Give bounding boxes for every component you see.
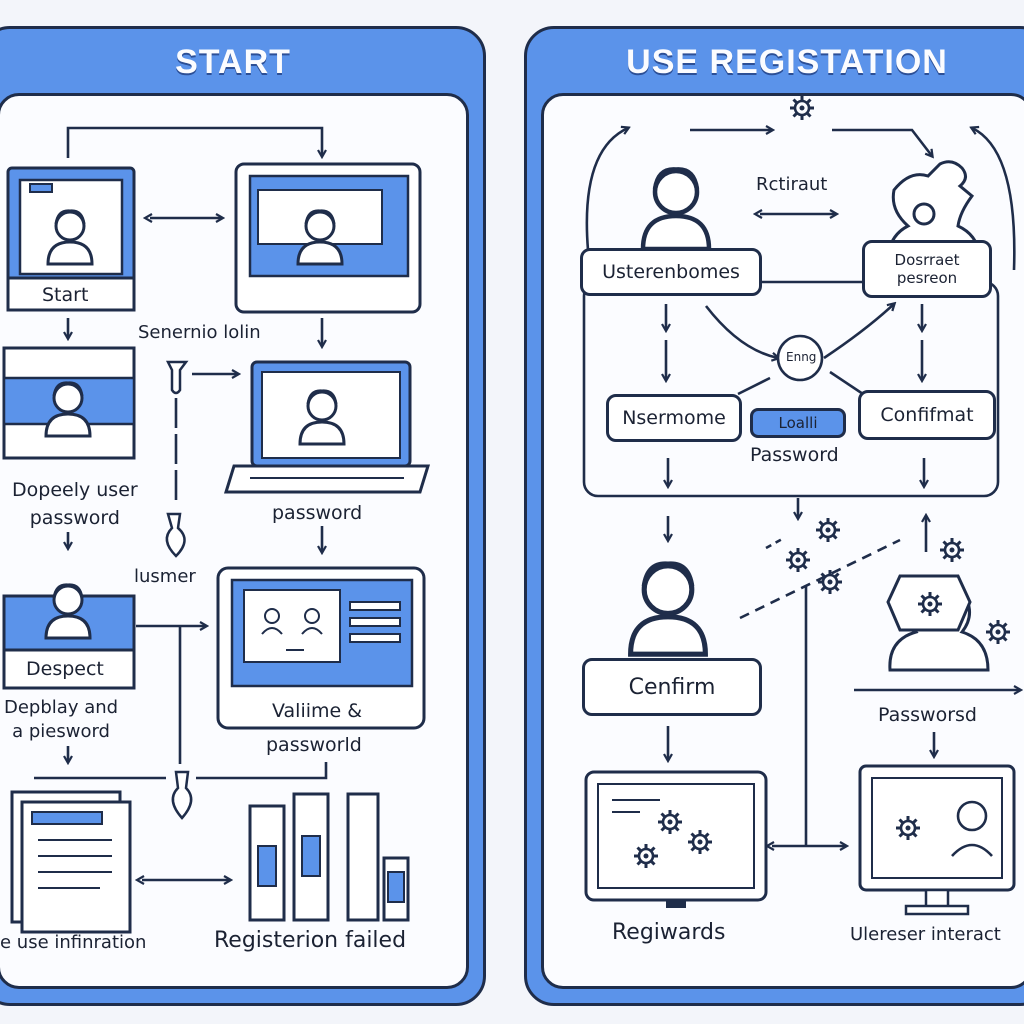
- usternames-box: Usterenbomes: [580, 248, 762, 296]
- despect-label: Despect: [26, 658, 104, 680]
- gear-icon: [788, 94, 816, 122]
- registration-failed-label: Registerion failed: [214, 928, 407, 953]
- ulereser-interact-label: Ulereser interact: [850, 924, 1001, 945]
- gear-head-icon: [886, 574, 990, 672]
- display-user-password-label: Dopeely user password: [12, 479, 138, 529]
- localli-button: Loalli: [750, 408, 846, 438]
- despect-card-icon: [2, 583, 136, 690]
- retraut-label: Rctiraut: [756, 174, 828, 195]
- password-laptop-label: password: [272, 502, 363, 524]
- left-panel-title: START: [175, 43, 291, 81]
- flask-icon: [165, 512, 186, 558]
- monitor-gears-icon: [584, 770, 768, 908]
- flask-small-icon: [171, 770, 193, 820]
- valitime-label-2: passworld: [266, 734, 362, 756]
- monitor-user-gear-icon: [858, 764, 1016, 916]
- puzzle-icon: [886, 160, 982, 264]
- monitor-users-icon: [216, 566, 426, 730]
- regiwards-label: Regiwards: [612, 920, 726, 945]
- sensor-icon: [165, 360, 189, 395]
- dospraet-password-box: Dosrraet pesreon: [862, 240, 992, 298]
- nsermome-box: Nsermome: [606, 394, 742, 442]
- user-card-icon: [2, 346, 136, 460]
- left-arrows: [34, 126, 328, 880]
- user-icon: [643, 169, 709, 249]
- confirmat-box: Confifmat: [858, 390, 996, 440]
- password-label: Password: [750, 444, 839, 466]
- user-icon-2: [631, 564, 706, 654]
- valitime-label-1: Valiime &: [272, 700, 363, 722]
- right-panel-title: USE REGISTATION: [626, 43, 948, 81]
- confirm-box: Cenfirm: [582, 658, 762, 716]
- monitor-icon: [234, 162, 422, 314]
- passworsd-label: Passworsd: [878, 704, 977, 726]
- server-rack-icon: [248, 792, 410, 922]
- start-card-icon: [6, 166, 136, 312]
- ema-node-circle: [776, 334, 824, 382]
- laptop-icon: [223, 360, 431, 494]
- use-information-label: e use infinration: [0, 932, 147, 953]
- registration-group-frame: [582, 280, 1000, 498]
- display-and-password-label: Depblay and a piesword: [4, 697, 119, 742]
- sensor-login-label: Senernio lolin: [138, 322, 261, 343]
- document-icon: [10, 790, 132, 934]
- start-label: Start: [42, 284, 89, 306]
- right-arrows: [585, 128, 1020, 846]
- lusmer-label: lusmer: [134, 566, 196, 587]
- ema-label: Enng: [786, 350, 817, 364]
